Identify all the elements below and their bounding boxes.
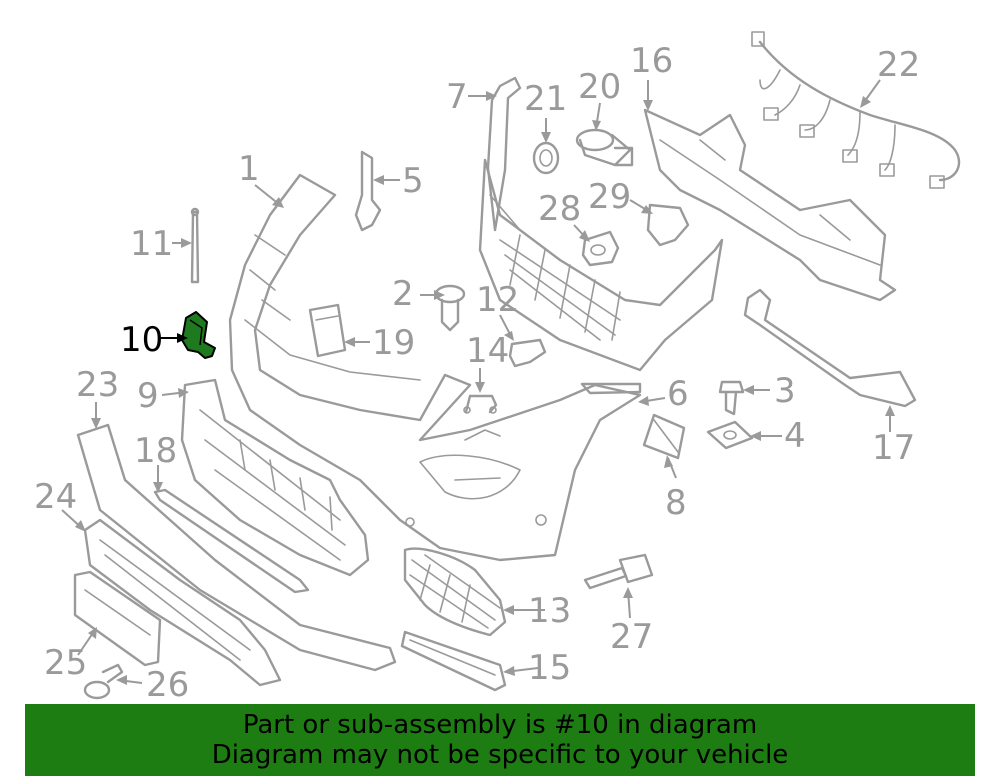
part-27-sensor bbox=[583, 553, 654, 590]
leader-lines bbox=[61, 79, 891, 684]
info-banner: Part or sub-assembly is #10 in diagram D… bbox=[25, 704, 975, 776]
part-26-screw bbox=[83, 663, 124, 700]
part-24-lower-panel bbox=[83, 518, 282, 687]
label-part-16: 16 bbox=[630, 41, 673, 81]
part-10-bracket-highlighted bbox=[181, 311, 216, 359]
label-part-7: 7 bbox=[446, 77, 468, 117]
part-25-plate-holder bbox=[73, 570, 162, 667]
part-20-sensor bbox=[575, 128, 634, 167]
part-14-clip bbox=[463, 394, 498, 414]
label-part-8: 8 bbox=[665, 483, 687, 523]
upper-grille-support bbox=[478, 158, 724, 372]
label-part-4: 4 bbox=[784, 416, 806, 456]
arrowheads bbox=[75, 91, 895, 685]
part-1-bumper-cover bbox=[228, 173, 642, 562]
part-13-lower-grille bbox=[403, 547, 507, 637]
label-part-15: 15 bbox=[528, 648, 571, 688]
part-9-absorber bbox=[180, 378, 370, 577]
label-part-23: 23 bbox=[76, 365, 119, 405]
part-19-module bbox=[308, 303, 347, 358]
part-7-support bbox=[486, 76, 522, 232]
part-15-trim bbox=[400, 630, 507, 692]
part-21-ring bbox=[532, 141, 560, 175]
label-part-6: 6 bbox=[667, 374, 689, 414]
label-part-22: 22 bbox=[877, 45, 920, 85]
label-part-19: 19 bbox=[372, 323, 415, 363]
part-5-bracket bbox=[354, 150, 382, 232]
banner-line-2: Diagram may not be specific to your vehi… bbox=[211, 740, 789, 770]
label-part-27: 27 bbox=[610, 617, 653, 657]
part-11-rod bbox=[190, 207, 200, 284]
parts-diagram: 1 2 3 4 5 6 7 8 9 10 11 12 13 14 15 16 1… bbox=[34, 31, 961, 700]
label-part-29: 29 bbox=[588, 177, 631, 217]
part-28-sensor bbox=[581, 230, 620, 267]
part-4-nut bbox=[706, 420, 754, 450]
label-part-1: 1 bbox=[238, 149, 260, 189]
part-labels: 1 2 3 4 5 6 7 8 9 10 11 12 13 14 15 16 1… bbox=[34, 41, 920, 700]
label-part-24: 24 bbox=[34, 477, 77, 517]
label-part-28: 28 bbox=[538, 189, 581, 229]
part-2-clip bbox=[434, 284, 466, 332]
part-29-bracket bbox=[646, 203, 690, 247]
part-12-cap bbox=[508, 338, 547, 368]
label-part-13: 13 bbox=[528, 591, 571, 631]
label-part-3: 3 bbox=[774, 371, 796, 411]
label-part-17: 17 bbox=[872, 428, 915, 468]
label-part-20: 20 bbox=[578, 67, 621, 107]
part-6-trim-strip bbox=[580, 382, 642, 395]
label-part-2: 2 bbox=[392, 274, 414, 314]
label-part-10: 10 bbox=[120, 320, 163, 360]
part-17-brace bbox=[743, 288, 917, 408]
label-part-26: 26 bbox=[146, 665, 189, 700]
label-part-5: 5 bbox=[402, 161, 424, 201]
label-part-18: 18 bbox=[134, 431, 177, 471]
part-8-reflector bbox=[642, 413, 686, 460]
part-18-rod bbox=[153, 488, 310, 594]
label-part-14: 14 bbox=[466, 331, 509, 371]
part-22-wiring-harness bbox=[751, 31, 961, 189]
label-part-11: 11 bbox=[130, 224, 173, 264]
label-part-9: 9 bbox=[137, 376, 159, 416]
label-part-25: 25 bbox=[44, 643, 87, 683]
label-part-21: 21 bbox=[524, 79, 567, 119]
part-16-reinforcement bbox=[643, 108, 897, 302]
label-part-12: 12 bbox=[476, 280, 519, 320]
part-3-bolt bbox=[718, 380, 745, 416]
banner-line-1: Part or sub-assembly is #10 in diagram bbox=[242, 710, 758, 740]
part-23-lower-trim bbox=[76, 423, 397, 672]
